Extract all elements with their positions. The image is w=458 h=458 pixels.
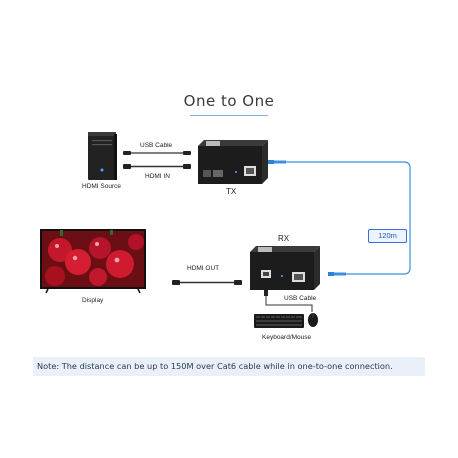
hdmi-cable-in — [123, 164, 191, 169]
keyboard-icon — [254, 314, 304, 328]
keyboard-mouse-label: Keyboard/Mouse — [262, 334, 312, 341]
diagram-title: One to One — [183, 92, 275, 110]
hdmi-cable-out — [172, 280, 242, 285]
hdmi-in-label: HDMI IN — [145, 173, 170, 180]
hdmi-out-label: HDMI OUT — [187, 265, 220, 272]
display-label: Display — [82, 297, 104, 304]
mouse-icon — [308, 313, 318, 327]
tx-label: TX — [226, 187, 237, 196]
rx-extender-icon — [250, 246, 320, 290]
note-bar: Note: The distance can be up to 150M ove… — [33, 357, 425, 376]
hdmi-source-label: HDMI Source — [82, 183, 122, 190]
network-cable — [268, 160, 411, 276]
display-icon — [40, 229, 146, 294]
title-underline — [190, 115, 268, 116]
tx-extender-icon — [198, 140, 268, 184]
usb-cable-label: USB Cable — [140, 142, 173, 149]
pc-tower-icon — [88, 132, 117, 180]
distance-badge: 120m — [368, 229, 407, 243]
usb-cable-bottom — [264, 290, 313, 312]
usb-cable-top — [123, 151, 191, 155]
rx-label: RX — [278, 234, 290, 243]
usb-cable-bottom-label: USB Cable — [284, 295, 317, 302]
